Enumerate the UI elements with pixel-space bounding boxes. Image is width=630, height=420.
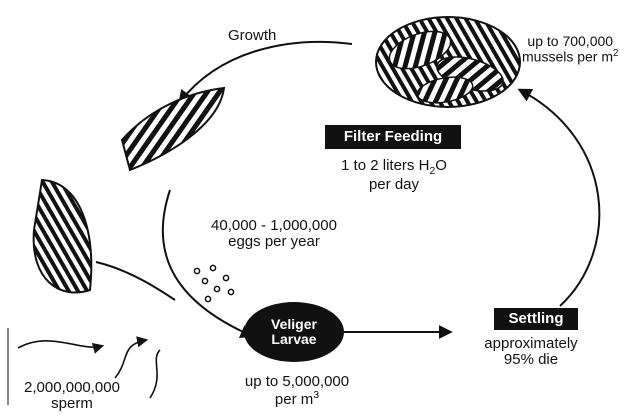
filter-feeding-line2: per day <box>332 177 456 193</box>
return-arrow <box>520 90 599 306</box>
adult-mussel-icon <box>34 180 92 293</box>
adult-mussel-cluster-icon <box>376 17 520 107</box>
sperm-label: 2,000,000,000 sperm <box>10 380 134 412</box>
adult-density-label: up to 700,000 mussels per m2 <box>522 34 618 64</box>
eggs-line1: 40,000 - 1,000,000 <box>192 218 356 234</box>
settling-line2: 95% die <box>468 352 594 368</box>
eggs-line2: eggs per year <box>192 234 356 250</box>
filter-feeding-label: Filter Feeding <box>325 125 461 149</box>
veliger-density-label: up to 5,000,000 per m3 <box>232 374 362 408</box>
spawning-arrow <box>163 190 252 336</box>
veliger-line2: Larvae <box>244 332 344 347</box>
juvenile-mussel-icon <box>122 88 224 170</box>
sperm-line1: 2,000,000,000 <box>10 380 134 396</box>
spawning-arrow-left <box>96 262 175 300</box>
eggs-label: 40,000 - 1,000,000 eggs per year <box>192 218 356 250</box>
settling-line1: approximately <box>468 336 594 352</box>
filter-feeding-line1: 1 to 2 liters H2O <box>332 158 456 177</box>
sperm-line2: sperm <box>10 396 134 412</box>
filter-feeding-detail: 1 to 2 liters H2O per day <box>332 158 456 193</box>
eggs-icon <box>194 265 233 301</box>
adult-density-line2: mussels per m2 <box>522 49 618 64</box>
veliger-line1: Veliger <box>244 317 344 332</box>
veliger-larvae-label: Veliger Larvae <box>244 317 344 346</box>
veliger-density-line1: up to 5,000,000 <box>232 374 362 390</box>
settling-label: Settling <box>494 308 578 330</box>
growth-label: Growth <box>228 28 276 44</box>
veliger-density-line2: per m3 <box>232 390 362 408</box>
adult-density-line1: up to 700,000 <box>522 34 618 49</box>
settling-detail: approximately 95% die <box>468 336 594 368</box>
